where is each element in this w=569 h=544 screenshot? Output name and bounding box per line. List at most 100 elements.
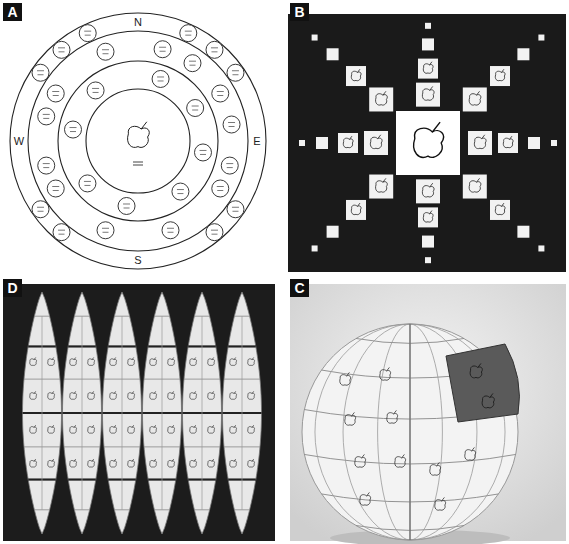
- leaf-outline: [435, 497, 446, 510]
- gore-grid: [82, 316, 83, 510]
- item-marks: [159, 47, 166, 51]
- item-circle: [47, 85, 64, 102]
- item-marks: [102, 228, 109, 232]
- leaf-outline: [168, 425, 175, 433]
- leaf-outline: [190, 357, 197, 365]
- item-marks: [232, 207, 239, 211]
- sphere-meridian: [409, 324, 411, 540]
- panel-ground: [288, 14, 566, 272]
- leaf-outline: [387, 410, 398, 423]
- view-square: [422, 38, 434, 50]
- leaf-outline: [469, 178, 481, 192]
- leaf-outline: [482, 393, 494, 407]
- leaf-outline: [495, 203, 505, 215]
- leaf-outline: [110, 357, 117, 365]
- leaf-outline: [88, 459, 95, 467]
- leaf-outline: [48, 425, 55, 433]
- view-square: [528, 137, 540, 149]
- globe-gore: [103, 292, 142, 534]
- leaf-outline: [414, 122, 444, 157]
- leaf-outline: [351, 69, 361, 81]
- leaf-outline: [370, 135, 382, 149]
- leaf-outline: [70, 425, 77, 433]
- item-circle: [97, 43, 114, 60]
- item-marks: [192, 106, 199, 110]
- item-marks: [226, 164, 233, 168]
- item-marks: [217, 187, 224, 191]
- leaf-outline: [150, 391, 157, 399]
- leaf-outline: [208, 391, 215, 399]
- leaf-outline: [128, 122, 150, 148]
- item-marks: [70, 128, 77, 132]
- item-circle: [32, 64, 49, 81]
- item-circle: [180, 25, 197, 42]
- item-circle: [223, 116, 240, 133]
- leaf-outline: [470, 363, 482, 377]
- item-marks: [211, 48, 218, 52]
- leaf-outline: [208, 357, 215, 365]
- view-square: [316, 137, 328, 149]
- leaf-outline: [88, 357, 95, 365]
- gore-grid: [42, 316, 43, 510]
- item-marks: [84, 31, 91, 35]
- view-square: [338, 133, 358, 153]
- leaf-outline: [168, 459, 175, 467]
- view-square: [369, 87, 393, 111]
- compass-letter: E: [252, 135, 261, 148]
- ring: [10, 13, 266, 269]
- leaf-outline: [168, 357, 175, 365]
- center-square: [396, 111, 460, 175]
- view-square: [312, 35, 318, 41]
- leaf-outline: [474, 135, 486, 149]
- leaf-outline: [88, 425, 95, 433]
- item-marks: [84, 181, 91, 185]
- leaf-outline: [168, 391, 175, 399]
- item-circle: [154, 41, 171, 58]
- leaf-outline: [248, 357, 255, 365]
- item-circle: [53, 41, 70, 58]
- view-square: [416, 83, 440, 107]
- item-circle: [65, 121, 82, 138]
- item-marks: [52, 187, 59, 191]
- leaf-outline: [230, 391, 237, 399]
- panel-b-drawing: [288, 14, 566, 272]
- view-square: [369, 175, 393, 199]
- leaf-outline: [423, 62, 433, 74]
- panel-letter: D: [3, 279, 22, 297]
- compass-letter: S: [133, 254, 142, 267]
- leaf-outline: [190, 425, 197, 433]
- item-circle: [206, 224, 223, 241]
- panel-ground: [3, 284, 275, 541]
- panel-badge: C: [290, 279, 309, 297]
- panel-letter: C: [290, 279, 309, 297]
- leaf-outline: [345, 412, 356, 425]
- gore-grid: [242, 316, 243, 510]
- item-marks: [228, 123, 235, 127]
- item-circle: [206, 41, 223, 58]
- leaf-outline: [351, 203, 361, 215]
- item-marks: [211, 230, 218, 234]
- panel-badge: D: [3, 279, 22, 297]
- globe-gore: [23, 292, 62, 534]
- item-marks: [37, 207, 44, 211]
- sphere-meridian: [378, 324, 443, 540]
- view-square: [346, 200, 366, 220]
- view-square: [312, 245, 318, 251]
- leaf-outline: [150, 357, 157, 365]
- leaf-outline: [128, 357, 135, 365]
- leaf-outline: [208, 459, 215, 467]
- view-square: [463, 175, 487, 199]
- view-square: [538, 245, 544, 251]
- item-circle: [79, 25, 96, 42]
- view-square: [551, 140, 557, 146]
- item-circle: [227, 201, 244, 218]
- item-circle: [212, 85, 229, 102]
- item-circle: [227, 64, 244, 81]
- compass-letter: N: [133, 16, 143, 29]
- item-marks: [123, 204, 130, 208]
- item-circle: [32, 201, 49, 218]
- view-square: [422, 236, 434, 248]
- globe-gore: [223, 292, 262, 534]
- view-square: [490, 66, 510, 86]
